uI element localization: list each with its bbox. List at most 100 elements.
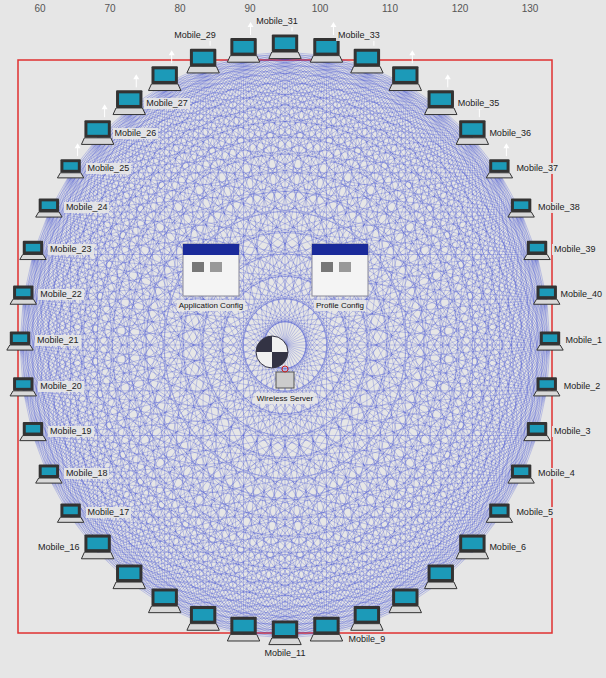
laptop-icon <box>389 588 421 612</box>
laptop-display <box>233 41 253 53</box>
laptop-screen <box>459 535 485 553</box>
node-name-label: Mobile_35 <box>456 98 502 109</box>
laptop-base <box>456 552 488 559</box>
axis-tick-label: 130 <box>520 3 541 14</box>
laptop-screen <box>354 49 380 67</box>
laptop-icon <box>486 143 512 178</box>
axis-tick-label: 70 <box>102 3 117 14</box>
config-header <box>312 244 368 255</box>
laptop-screen <box>459 120 485 138</box>
object-label: Profile Config <box>314 300 366 311</box>
laptop-display <box>431 567 451 579</box>
laptop-base <box>524 254 550 259</box>
laptop-icon <box>425 74 457 114</box>
config-glyph <box>210 262 222 272</box>
laptop-display <box>193 609 213 621</box>
laptop-screen <box>511 198 531 212</box>
laptop-base <box>508 478 534 483</box>
center-swirl <box>256 336 288 368</box>
laptop-screen <box>60 504 80 518</box>
laptop-icon <box>524 241 550 260</box>
axis-tick-label: 120 <box>450 3 471 14</box>
laptop-display <box>16 380 30 388</box>
laptop-base <box>7 345 33 350</box>
laptop-icon <box>310 617 342 641</box>
node-name-label: Mobile_24 <box>64 202 110 213</box>
laptop-screen <box>511 464 531 478</box>
server-antenna <box>282 366 288 372</box>
laptop-icon <box>351 606 383 630</box>
laptop-base <box>148 606 180 613</box>
node-name-label: Mobile_39 <box>552 244 598 255</box>
laptop-icon <box>10 377 36 396</box>
node-name-label: Mobile_21 <box>35 335 81 346</box>
laptop-display <box>275 623 295 635</box>
laptop-display <box>42 201 56 209</box>
laptop-screen <box>84 535 110 553</box>
laptop-base <box>57 517 83 522</box>
laptop-display <box>462 123 482 135</box>
laptop-display <box>63 507 77 515</box>
laptop-display <box>26 425 40 433</box>
laptop-display <box>316 620 336 632</box>
laptop-icon <box>456 535 488 559</box>
laptop-display <box>431 93 451 105</box>
laptop-display <box>154 591 174 603</box>
config-box <box>183 244 239 296</box>
laptop-base <box>486 517 512 522</box>
laptop-icon <box>113 74 145 114</box>
laptop-base <box>425 108 457 115</box>
node-name-label: Mobile_5 <box>514 507 555 518</box>
laptop-display <box>119 93 139 105</box>
laptop-display <box>514 201 528 209</box>
laptop-icon <box>36 464 62 483</box>
node-name-label: Mobile_19 <box>48 426 94 437</box>
laptop-screen <box>13 377 33 391</box>
laptop-base <box>269 638 301 645</box>
laptop-screen <box>10 331 30 345</box>
axis-tick-label: 90 <box>242 3 257 14</box>
antenna-arrow <box>133 74 139 79</box>
axis-tick-label: 80 <box>172 3 187 14</box>
laptop-screen <box>13 286 33 300</box>
laptop-display <box>395 591 415 603</box>
laptop-icon <box>20 241 46 260</box>
laptop-icon <box>57 143 83 178</box>
laptop-base <box>57 173 83 178</box>
center-objects <box>183 244 368 388</box>
laptop-display <box>26 244 40 252</box>
axis-tick-label: 110 <box>380 3 400 14</box>
node-name-label: Mobile_1 <box>563 335 604 346</box>
laptop-display <box>543 334 557 342</box>
laptop-display <box>119 567 139 579</box>
node-name-label: Mobile_29 <box>172 30 218 41</box>
laptop-screen <box>272 620 298 638</box>
config-box <box>312 244 368 296</box>
laptop-icon <box>537 331 563 350</box>
laptop-icon <box>534 286 560 305</box>
laptop-screen <box>190 49 216 67</box>
laptop-icon <box>508 464 534 483</box>
laptop-base <box>148 84 180 91</box>
laptop-base <box>389 606 421 613</box>
laptop-icon <box>389 50 421 90</box>
node-name-label: Mobile_6 <box>487 542 528 553</box>
laptop-base <box>227 634 259 641</box>
node-name-label: Mobile_11 <box>263 648 308 659</box>
laptop-base <box>537 345 563 350</box>
laptop-screen <box>392 66 418 84</box>
laptop-display <box>13 334 27 342</box>
laptop-display <box>233 620 253 632</box>
laptop-icon <box>534 377 560 396</box>
laptop-screen <box>116 90 142 108</box>
laptop-base <box>534 299 560 304</box>
config-glyph <box>192 262 204 272</box>
laptop-icon <box>57 504 83 523</box>
laptop-screen <box>23 241 43 255</box>
laptop-display <box>193 52 213 64</box>
laptop-screen <box>230 617 256 635</box>
laptop-screen <box>540 331 560 345</box>
laptop-screen <box>392 588 418 606</box>
laptop-icon <box>456 104 488 144</box>
